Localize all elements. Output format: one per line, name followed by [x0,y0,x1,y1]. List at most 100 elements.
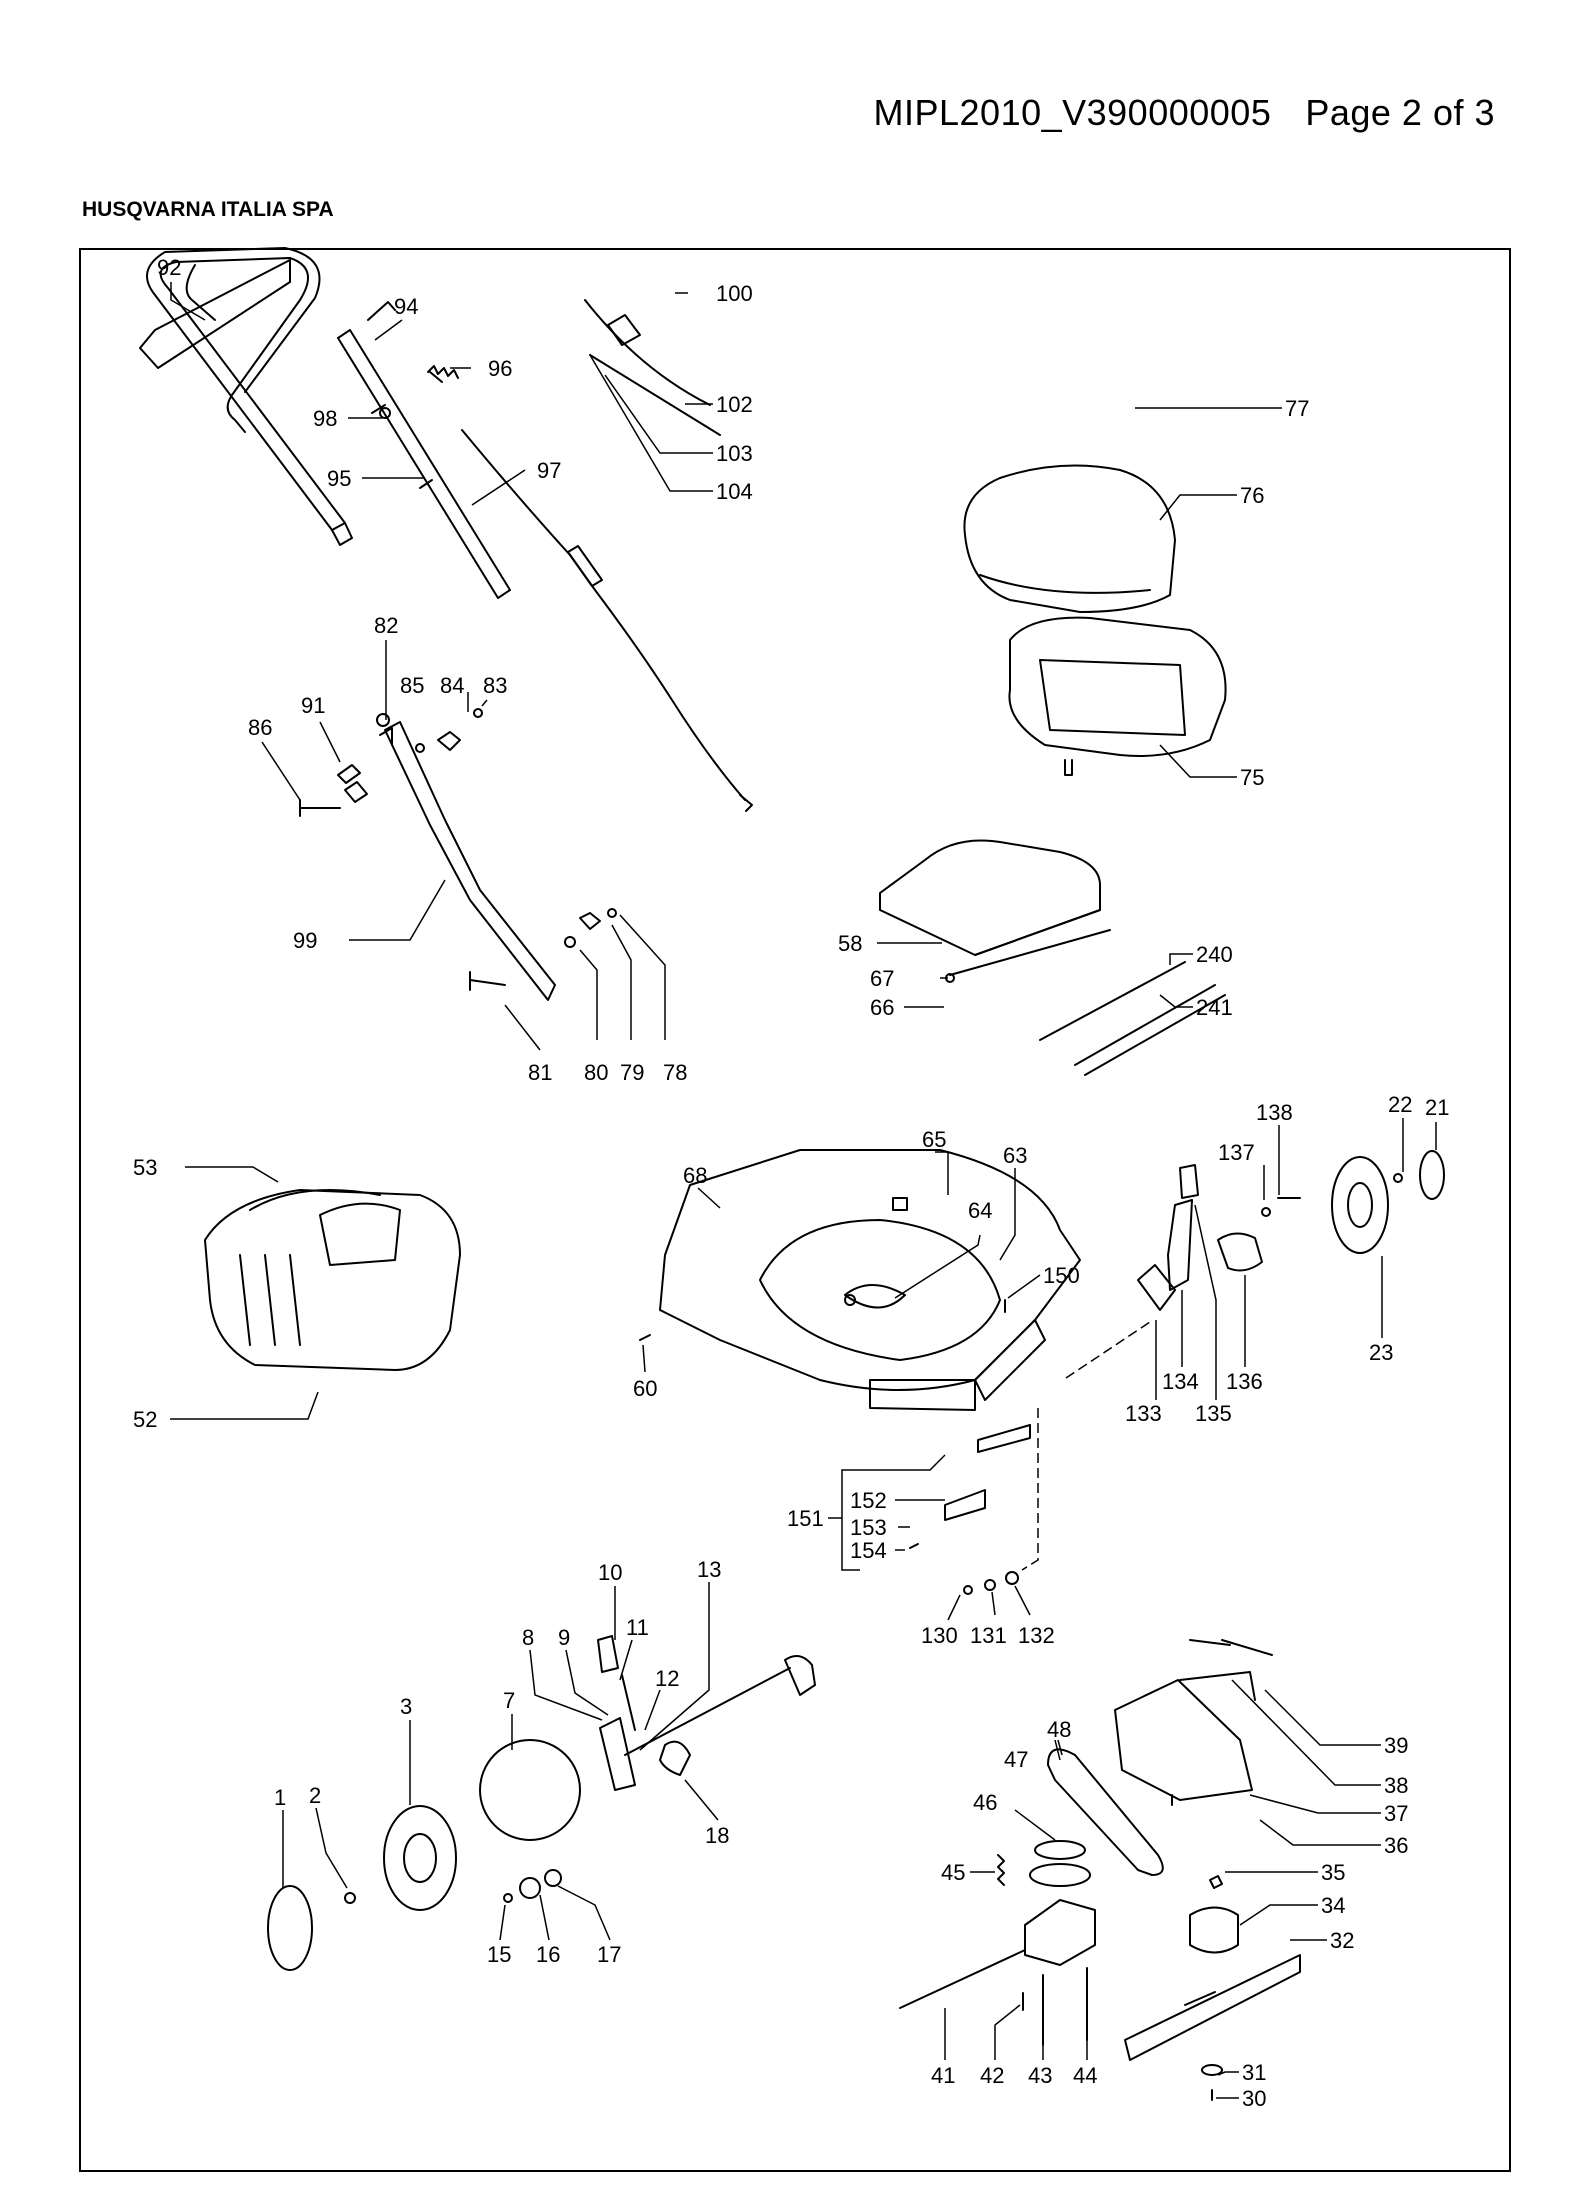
callout-48: 48 [1047,1717,1071,1742]
callout-131: 131 [970,1623,1007,1648]
callout-103: 103 [716,441,753,466]
leader-15 [499,1904,506,1941]
engine-cover-drawing [963,464,1176,613]
callout-99: 99 [293,928,317,953]
leader-12 [644,1689,661,1731]
rod-241-drawing [1074,984,1226,1076]
document-id: MIPL2010_V390000005 [873,92,1272,133]
callout-38: 38 [1384,1773,1408,1798]
leader-42 [994,2004,1021,2060]
callout-132: 132 [1018,1623,1055,1648]
leader-46 [1014,1809,1056,1841]
leader-80 [579,949,598,1040]
callout-58: 58 [838,931,862,956]
callout-30: 30 [1242,2086,1266,2111]
mower-deck-drawing [659,1149,1081,1411]
leader-13 [639,1582,710,1751]
leader-17 [557,1885,611,1941]
callout-32: 32 [1330,1928,1354,1953]
callout-44: 44 [1073,2063,1097,2088]
leader-38 [1231,1679,1381,1786]
leader-240 [1169,953,1193,965]
callout-64: 64 [968,1198,992,1223]
callout-41: 41 [931,2063,955,2088]
leader-16 [539,1894,550,1941]
callout-10: 10 [598,1560,622,1585]
leader-34 [1239,1904,1318,1926]
callout-130: 130 [921,1623,958,1648]
pulley-7-drawing [479,1739,581,1841]
callout-104: 104 [716,479,753,504]
leader-130 [947,1594,961,1621]
callout-47: 47 [1004,1747,1028,1772]
handle-tube-drawing [337,301,511,599]
upper-handle-drawing [139,247,353,546]
front-wheel-3-drawing [383,1805,457,1911]
leader-64 [894,1234,981,1299]
callout-42: 42 [980,2063,1004,2088]
belt-48-drawing [1047,1748,1164,1876]
callout-154: 154 [850,1538,887,1563]
callout-241: 241 [1196,995,1233,1020]
callout-86: 86 [248,715,272,740]
callout-34: 34 [1321,1893,1345,1918]
callout-11: 11 [626,1615,649,1640]
leader-37 [1249,1794,1381,1814]
callout-36: 36 [1384,1833,1408,1858]
callout-9: 9 [558,1625,570,1650]
callout-133: 133 [1125,1401,1162,1426]
leader-99 [349,879,446,941]
diagram-frame [79,248,1511,2172]
leader-63 [999,1168,1016,1261]
lever-133-drawing [1137,1264,1176,1311]
callout-1: 1 [274,1785,286,1810]
callout-153: 153 [850,1515,887,1540]
callout-97: 97 [537,458,561,483]
callout-150: 150 [1043,1263,1080,1288]
callout-85: 85 [400,673,424,698]
callout-35: 35 [1321,1860,1345,1885]
callout-66: 66 [870,995,894,1020]
callout-98: 98 [313,406,337,431]
cable-103-drawing [584,299,711,406]
leader-68 [697,1187,721,1209]
callout-63: 63 [1003,1143,1027,1168]
leader-81 [504,1004,541,1051]
callout-84: 84 [440,673,464,698]
leader-103 [604,374,713,454]
callout-21: 21 [1425,1095,1449,1120]
callout-81: 81 [528,1060,552,1085]
callout-68: 68 [683,1163,707,1188]
leader-131 [991,1591,996,1616]
leader-11 [619,1639,633,1681]
callout-46: 46 [973,1790,997,1815]
leader-65 [935,1151,949,1195]
lever-135-drawing [1167,1199,1193,1291]
rear-flap-drawing [879,839,1101,956]
callout-52: 52 [133,1407,157,1432]
leader-53 [185,1166,279,1183]
callout-22: 22 [1388,1092,1412,1117]
callout-23: 23 [1369,1340,1393,1365]
leader-92 [170,282,206,321]
page-indicator: Page 2 of 3 [1305,92,1495,133]
bracket-136-drawing [1217,1232,1263,1272]
leader-52 [170,1391,319,1420]
callout-138: 138 [1256,1100,1293,1125]
leader-94 [374,319,403,341]
callout-137: 137 [1218,1140,1255,1165]
callout-18: 18 [705,1823,729,1848]
callout-17: 17 [597,1942,621,1967]
bracket-151 [828,1454,946,1571]
leader-91 [319,721,341,763]
callout-53: 53 [133,1155,157,1180]
leader-18 [684,1779,719,1821]
hubcap-1-drawing [267,1885,313,1971]
leader-150 [1007,1274,1041,1299]
engine-drawing [1008,616,1227,757]
callout-15: 15 [487,1942,511,1967]
leader-97 [471,469,526,506]
callout-100: 100 [716,281,753,306]
lower-handle-drawing [376,713,556,1001]
